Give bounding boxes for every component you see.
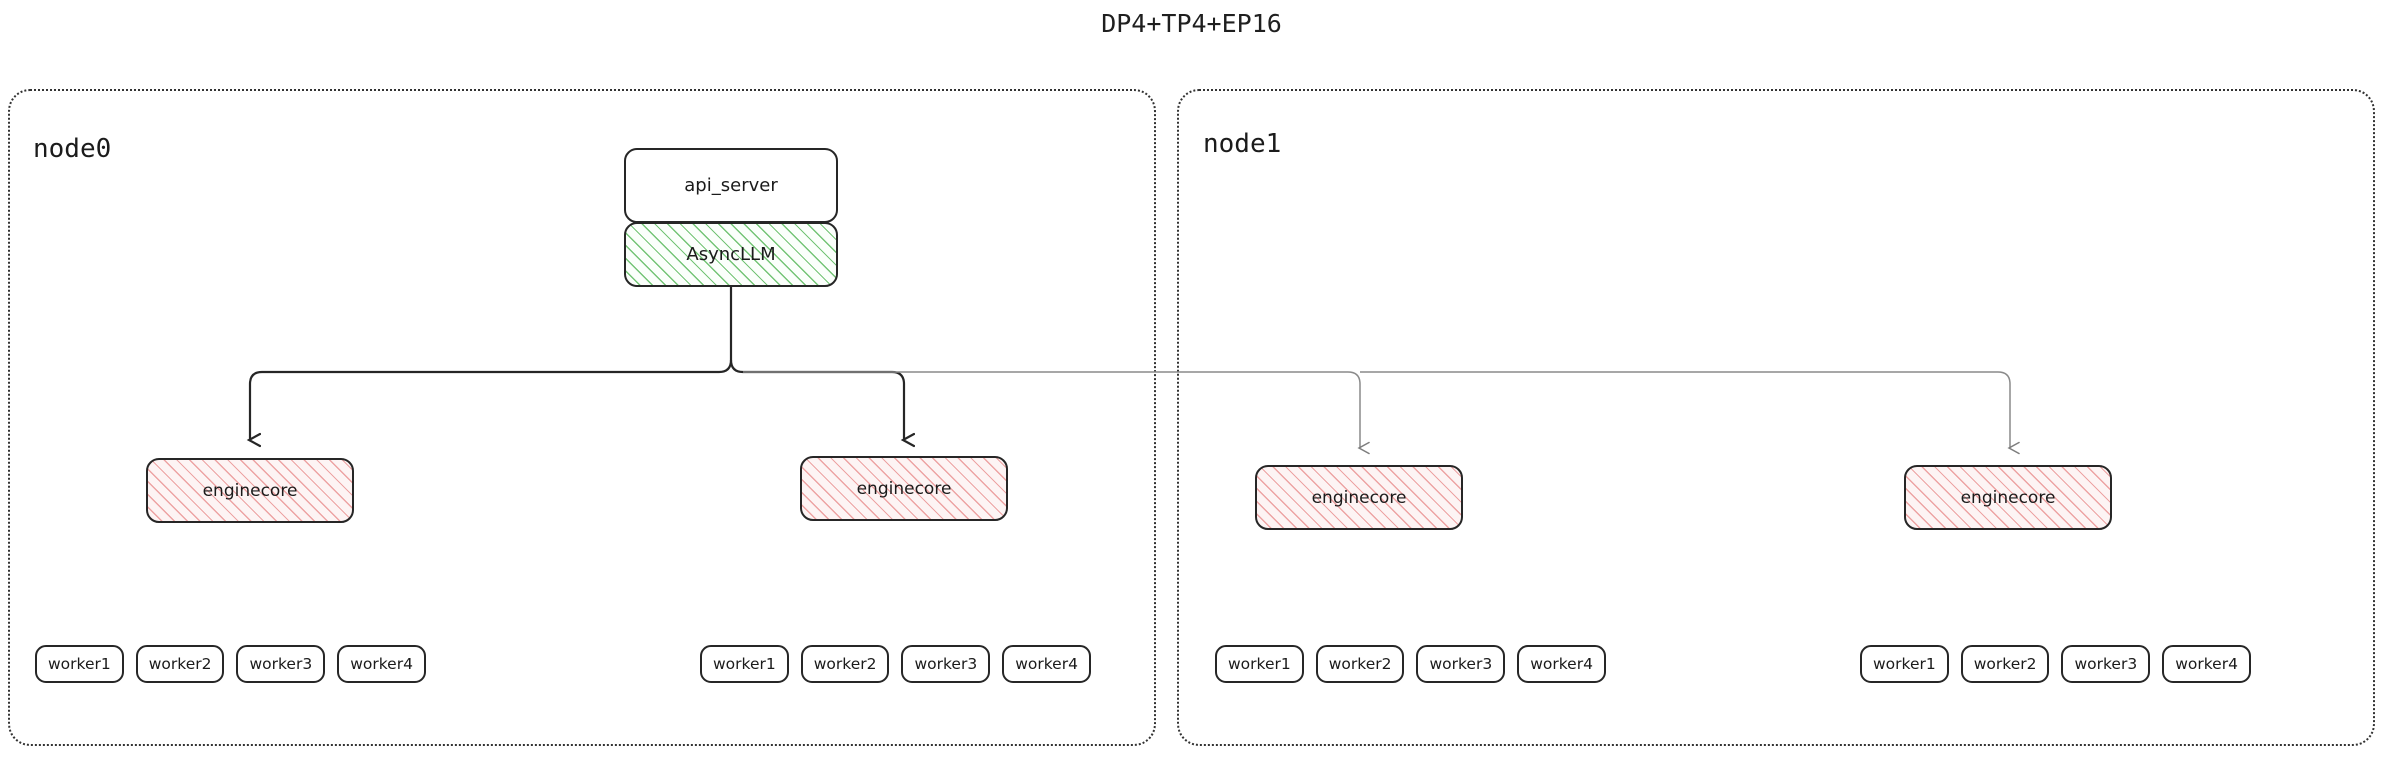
worker-box[interactable]: worker2 [135, 645, 225, 683]
worker-box[interactable]: worker1 [1860, 645, 1949, 683]
worker-box[interactable]: worker4 [2162, 645, 2251, 683]
worker-box[interactable]: worker1 [35, 645, 124, 683]
worker-box[interactable]: worker1 [700, 645, 789, 683]
worker-group: worker1 worker2 worker3 worker4 [35, 645, 426, 683]
node-label-node0: node0 [33, 134, 112, 164]
async-llm-box[interactable]: AsyncLLM [624, 222, 838, 287]
worker-box[interactable]: worker2 [800, 645, 890, 683]
worker-group: worker1 worker2 worker3 worker4 [1215, 645, 1606, 683]
worker-box[interactable]: worker4 [1002, 645, 1091, 683]
enginecore-box[interactable]: enginecore [800, 456, 1008, 521]
worker-box[interactable]: worker2 [1960, 645, 2050, 683]
worker-box[interactable]: worker4 [337, 645, 426, 683]
enginecore-box[interactable]: enginecore [146, 458, 354, 523]
worker-box[interactable]: worker3 [2061, 645, 2151, 683]
worker-group: worker1 worker2 worker3 worker4 [700, 645, 1091, 683]
enginecore-box[interactable]: enginecore [1904, 465, 2112, 530]
api-server-box[interactable]: api_server [624, 148, 838, 223]
enginecore-box[interactable]: enginecore [1255, 465, 1463, 530]
worker-box[interactable]: worker3 [901, 645, 991, 683]
worker-box[interactable]: worker1 [1215, 645, 1304, 683]
worker-group: worker1 worker2 worker3 worker4 [1860, 645, 2251, 683]
worker-box[interactable]: worker4 [1517, 645, 1606, 683]
page-title: DP4+TP4+EP16 [1101, 9, 1282, 38]
node-label-node1: node1 [1203, 129, 1282, 159]
worker-box[interactable]: worker2 [1315, 645, 1405, 683]
worker-box[interactable]: worker3 [236, 645, 326, 683]
worker-box[interactable]: worker3 [1416, 645, 1506, 683]
